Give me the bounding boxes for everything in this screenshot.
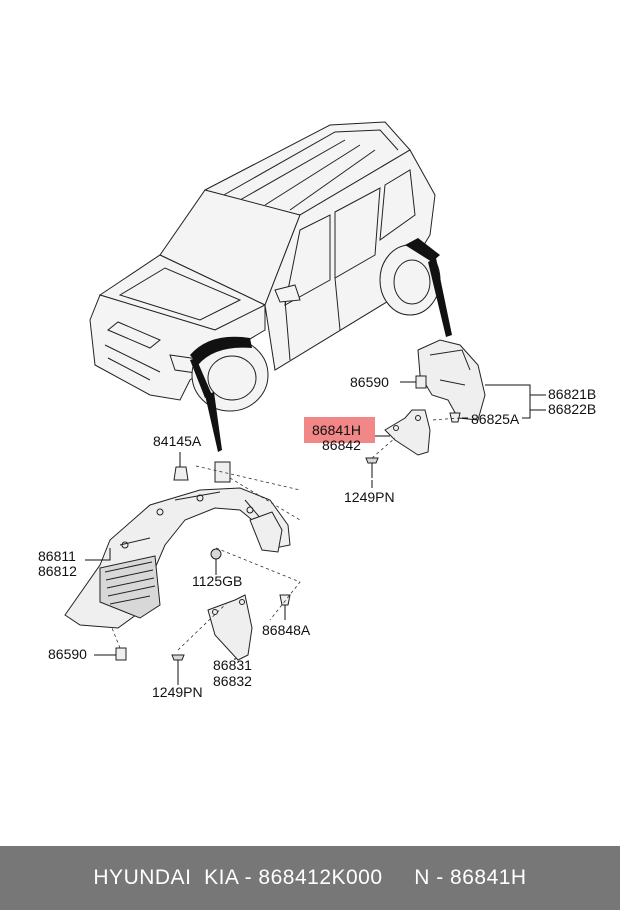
label-86821B: 86821B	[548, 386, 596, 402]
footer-text: HYUNDAI KIA - 868412K000 N - 86841H	[93, 866, 527, 889]
car-illustration	[89, 121, 452, 452]
parts-diagram: 84145A 86811 86812 1125GB 86590 86848A 8…	[38, 121, 596, 700]
label-1125GB: 1125GB	[192, 573, 242, 589]
label-86812: 86812	[38, 563, 77, 579]
label-86841H: 86841H	[312, 422, 361, 438]
label-86590-right: 86590	[350, 374, 389, 390]
front-wheel-guard-assembly	[64, 461, 301, 674]
label-1249PN-right: 1249PN	[344, 489, 395, 505]
label-86822B: 86822B	[548, 401, 596, 417]
label-86590-left: 86590	[48, 646, 87, 662]
label-86811: 86811	[38, 548, 76, 564]
label-86831: 86831	[213, 657, 252, 673]
footer-bar: HYUNDAI KIA - 868412K000 N - 86841H	[0, 846, 620, 910]
label-86848A: 86848A	[262, 622, 311, 638]
label-86832: 86832	[213, 673, 252, 689]
label-84145A: 84145A	[153, 433, 202, 449]
rear-wheel-guard-assembly	[365, 339, 546, 488]
label-86842: 86842	[322, 437, 361, 453]
label-86825A: 86825A	[471, 411, 520, 427]
leader-lines	[85, 452, 286, 685]
label-1249PN-left: 1249PN	[152, 684, 203, 700]
highlight-box	[304, 417, 375, 443]
